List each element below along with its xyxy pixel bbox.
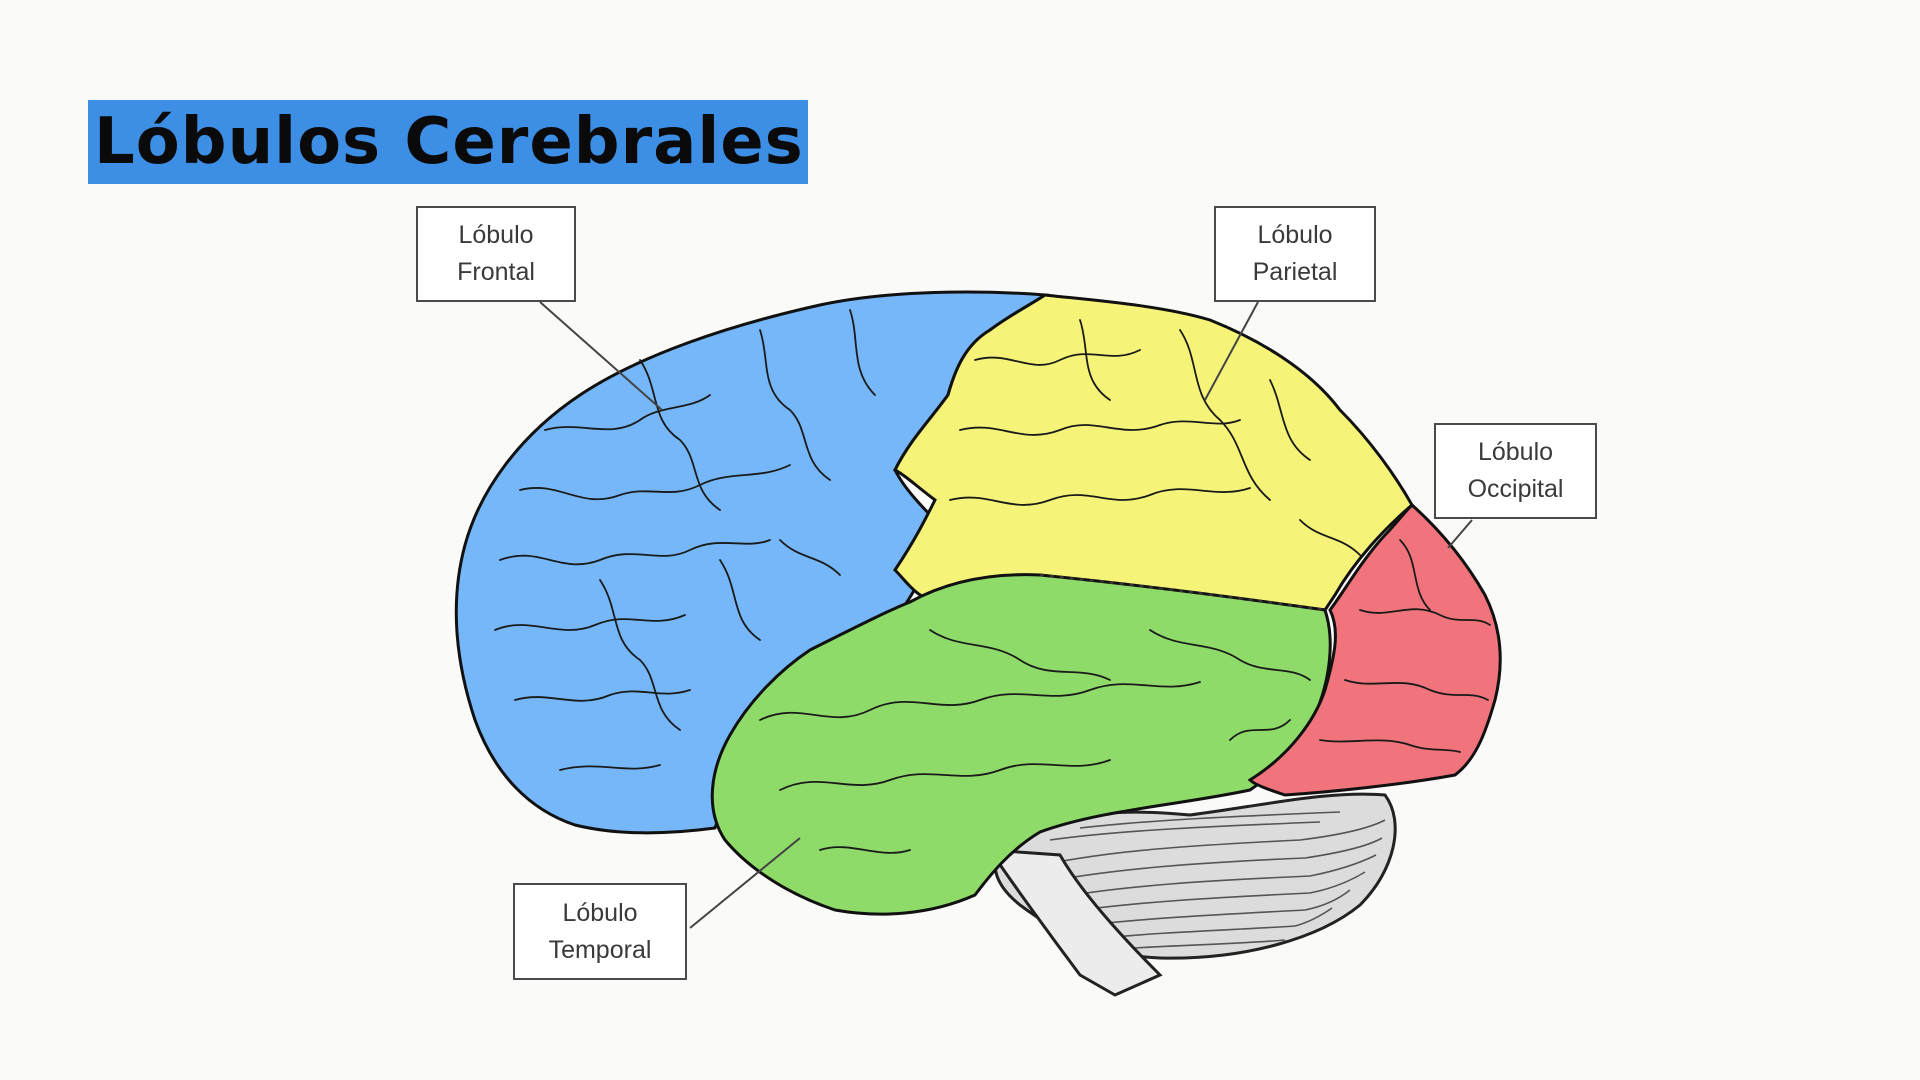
label-frontal: Lóbulo Frontal xyxy=(416,206,576,302)
label-parietal-line1: Lóbulo xyxy=(1257,221,1333,249)
label-occipital-line2: Occipital xyxy=(1467,475,1564,503)
brainstem xyxy=(987,848,1163,997)
gyri-lines xyxy=(494,309,1491,854)
label-frontal-line1: Lóbulo xyxy=(458,221,534,249)
label-occipital: Lóbulo Occipital xyxy=(1434,423,1597,519)
parietal-temporal-boundary xyxy=(1039,573,1326,612)
occipital-lobe xyxy=(1247,502,1502,797)
label-temporal-line1: Lóbulo xyxy=(562,898,638,927)
label-temporal: Lóbulo Temporal xyxy=(513,883,687,980)
parietal-lobe xyxy=(892,293,1414,612)
label-temporal-line2: Temporal xyxy=(548,935,652,964)
temporal-lobe xyxy=(710,573,1332,916)
page-title: Lóbulos Cerebrales xyxy=(88,100,808,184)
label-frontal-line2: Frontal xyxy=(457,258,535,286)
label-parietal-line2: Parietal xyxy=(1252,258,1338,286)
label-parietal: Lóbulo Parietal xyxy=(1214,206,1376,302)
label-occipital-line1: Lóbulo xyxy=(1477,438,1554,466)
cerebellum-folds xyxy=(1019,811,1386,949)
page-title-text: Lóbulos Cerebrales xyxy=(94,105,804,179)
leader-lines xyxy=(539,301,1473,929)
